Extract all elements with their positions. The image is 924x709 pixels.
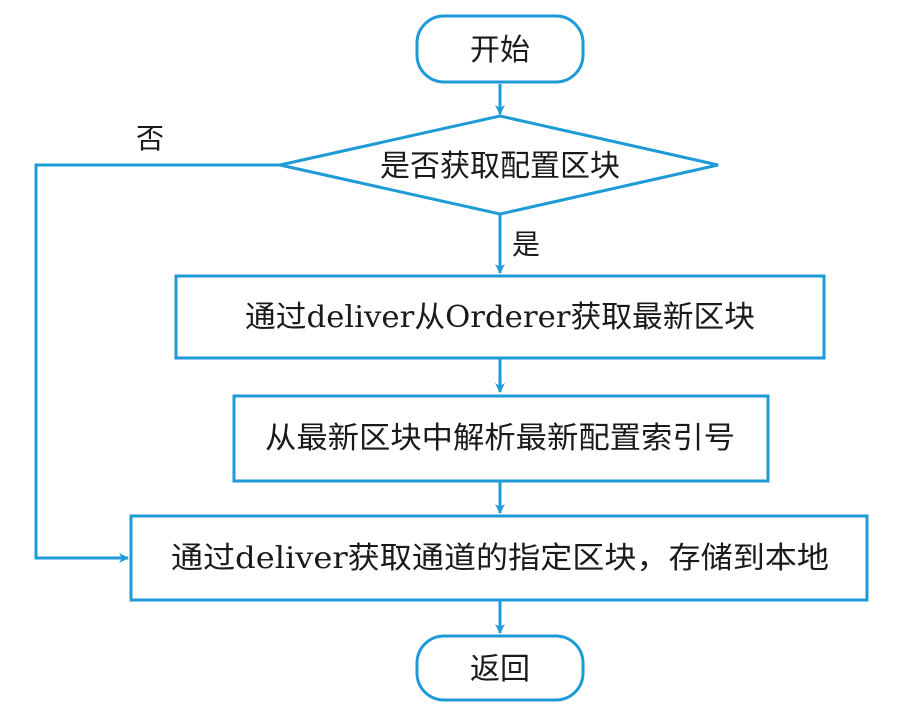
end-label: 返回 xyxy=(470,652,530,687)
decision-label: 是否获取配置区块 xyxy=(380,149,620,184)
step1-node: 通过deliver从Orderer获取最新区块 xyxy=(174,274,826,360)
start-node: 开始 xyxy=(415,14,585,84)
end-node: 返回 xyxy=(415,634,585,702)
decision-node: 是否获取配置区块 xyxy=(279,114,719,216)
start-label: 开始 xyxy=(470,33,530,68)
step2-node: 从最新区块中解析最新配置索引号 xyxy=(232,394,770,483)
step3-label: 通过deliver获取通道的指定区块，存储到本地 xyxy=(171,541,829,576)
step3-node: 通过deliver获取通道的指定区块，存储到本地 xyxy=(129,514,869,602)
branch-yes-label: 是 xyxy=(512,228,540,261)
branch-no-label: 否 xyxy=(136,122,164,155)
step1-label: 通过deliver从Orderer获取最新区块 xyxy=(245,300,755,335)
step2-label: 从最新区块中解析最新配置索引号 xyxy=(265,421,735,456)
edge-decision-no-to-step3 xyxy=(34,163,280,563)
